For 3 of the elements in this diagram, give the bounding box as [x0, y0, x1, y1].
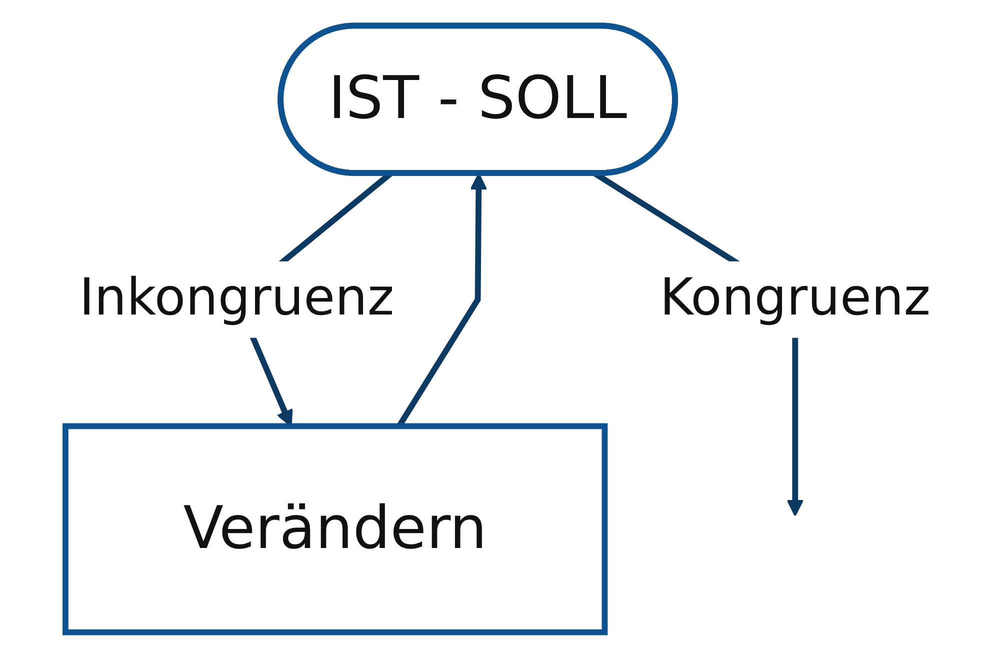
node-box: Verändern [62, 423, 608, 636]
edge-label: Inkongruenz [79, 269, 394, 328]
edge-label: Kongruenz [660, 269, 931, 328]
